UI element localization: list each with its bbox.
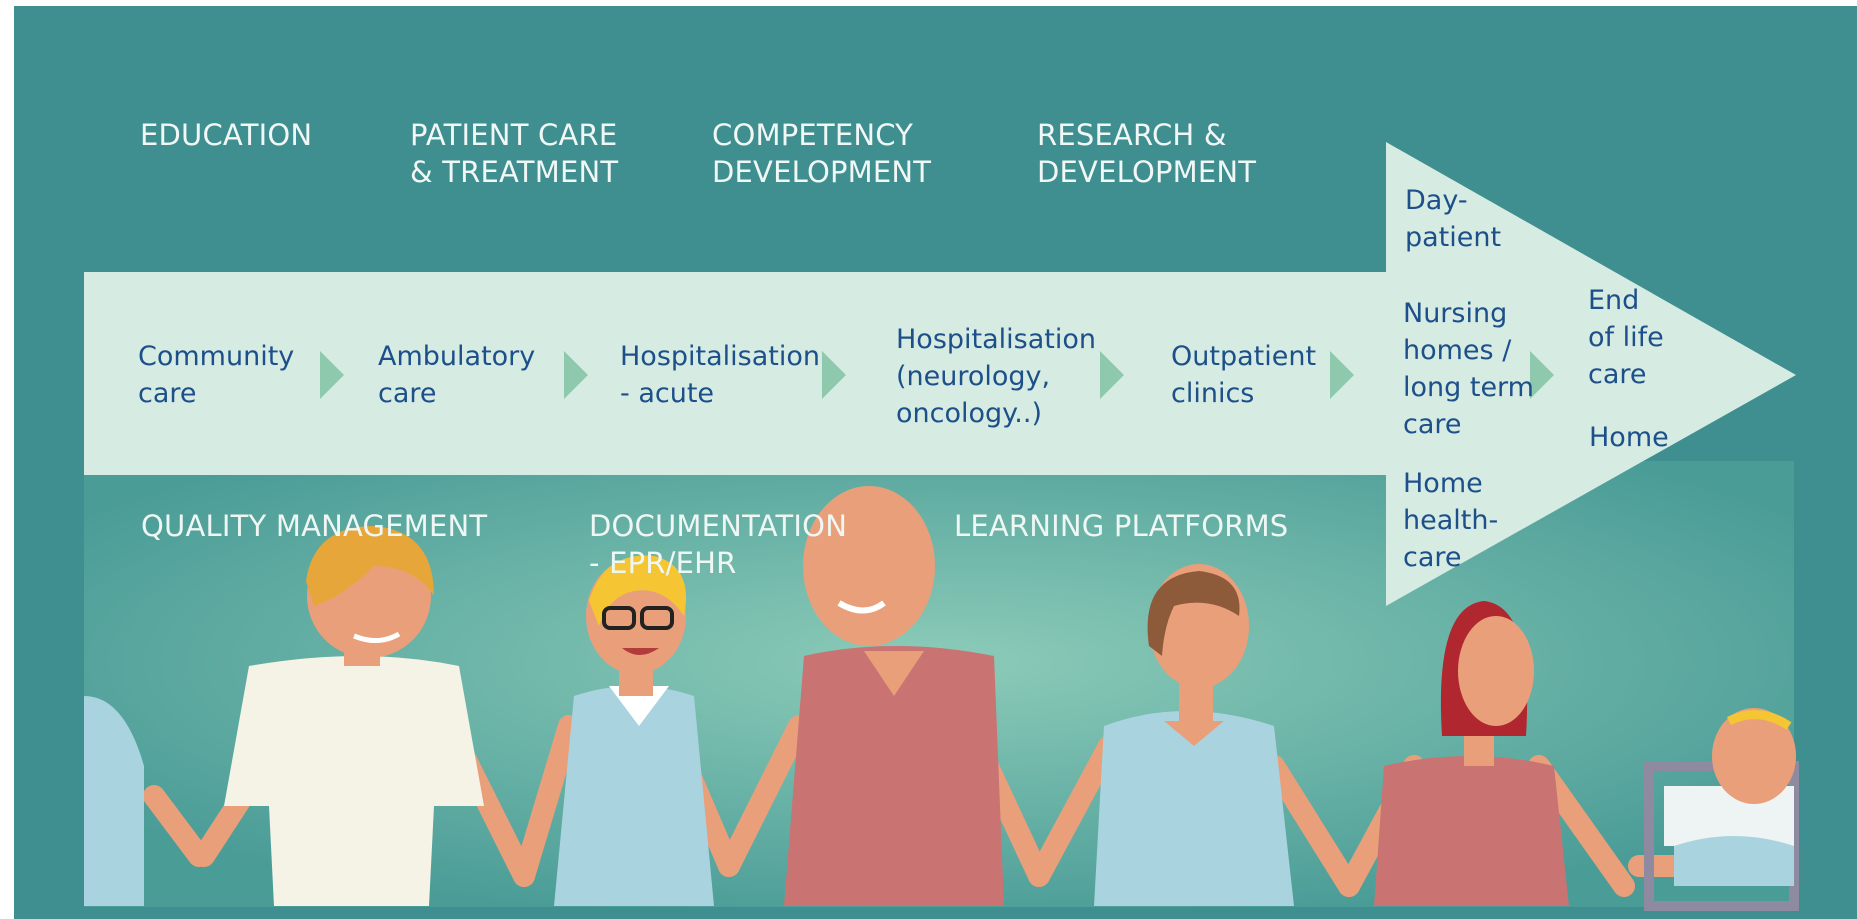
- stage-line: care: [1403, 542, 1462, 573]
- heading-line: EDUCATION: [140, 118, 313, 152]
- heading-line: DOCUMENTATION: [589, 509, 848, 543]
- stage-line: health-: [1403, 505, 1499, 536]
- infographic: EDUCATION PATIENT CARE & TREATMENT COMPE…: [14, 6, 1857, 919]
- stage-line: Home: [1403, 468, 1483, 499]
- arrow-band: [84, 142, 1796, 606]
- stage-line: Nursing: [1403, 298, 1508, 329]
- stage-line: (neurology,: [896, 361, 1051, 392]
- stage-line: of life: [1588, 322, 1664, 353]
- stage-line: Home: [1589, 422, 1669, 453]
- heading-line: DEVELOPMENT: [712, 155, 932, 189]
- stage-line: Outpatient: [1171, 341, 1317, 372]
- heading-research: RESEARCH & DEVELOPMENT: [1037, 117, 1256, 191]
- stage-line: Hospitalisation: [896, 324, 1096, 355]
- stage-line: - acute: [620, 378, 715, 409]
- chevron-icon: [1530, 351, 1554, 399]
- stage-line: care: [138, 378, 197, 409]
- option-nursing-homes: Nursing homes / long term care: [1403, 295, 1534, 443]
- heading-education: EDUCATION: [140, 117, 312, 154]
- stage-outpatient-clinics: Outpatient clinics: [1171, 338, 1316, 412]
- heading-patient-care: PATIENT CARE & TREATMENT: [410, 117, 618, 191]
- heading-line: RESEARCH &: [1037, 118, 1227, 152]
- care-pathway-arrow: [84, 142, 1796, 606]
- stage-end-of-life-care: End of life care: [1588, 282, 1664, 393]
- stage-line: clinics: [1171, 378, 1255, 409]
- heading-line: & TREATMENT: [410, 155, 619, 189]
- person-5: [1094, 564, 1294, 906]
- stage-hospitalisation-acute: Hospitalisation - acute: [620, 338, 820, 412]
- option-home-health-care: Home health- care: [1403, 465, 1498, 576]
- heading-line: DEVELOPMENT: [1037, 155, 1257, 189]
- person-2: [224, 526, 484, 906]
- heading-learning-platforms: LEARNING PLATFORMS: [954, 508, 1288, 545]
- stage-line: care: [378, 378, 437, 409]
- heading-line: PATIENT CARE: [410, 118, 618, 152]
- heading-line: COMPETENCY: [712, 118, 914, 152]
- person-7-patient: [1644, 708, 1799, 911]
- stage-line: Ambulatory: [378, 341, 536, 372]
- stage-line: care: [1403, 409, 1462, 440]
- stage-ambulatory-care: Ambulatory care: [378, 338, 535, 412]
- stage-line: Day-: [1405, 185, 1468, 216]
- stage-line: End: [1588, 285, 1640, 316]
- stage-line: care: [1588, 359, 1647, 390]
- heading-line: QUALITY MANAGEMENT: [141, 509, 488, 543]
- person-6: [1374, 601, 1569, 906]
- chevrons: [320, 351, 1554, 399]
- stage-line: Community: [138, 341, 295, 372]
- stage-line: oncology..): [896, 398, 1042, 429]
- person-1: [84, 696, 144, 906]
- person-4: [784, 486, 1004, 906]
- stage-community-care: Community care: [138, 338, 294, 412]
- chevron-icon: [1330, 351, 1354, 399]
- heading-line: LEARNING PLATFORMS: [954, 509, 1289, 543]
- heading-line: - EPR/EHR: [589, 546, 737, 580]
- person-3: [554, 555, 714, 906]
- heading-documentation: DOCUMENTATION - EPR/EHR: [589, 508, 847, 582]
- stage-home: Home: [1589, 419, 1669, 456]
- chevron-icon: [320, 351, 344, 399]
- option-day-patient: Day- patient: [1405, 182, 1501, 256]
- heading-competency: COMPETENCY DEVELOPMENT: [712, 117, 931, 191]
- heading-quality-management: QUALITY MANAGEMENT: [141, 508, 487, 545]
- chevron-icon: [1100, 351, 1124, 399]
- chevron-icon: [564, 351, 588, 399]
- stage-hospitalisation-specialist: Hospitalisation (neurology, oncology..): [896, 321, 1096, 432]
- stage-line: homes /: [1403, 335, 1512, 366]
- stage-line: Hospitalisation: [620, 341, 820, 372]
- stage-line: long term: [1403, 372, 1534, 403]
- chevron-icon: [822, 351, 846, 399]
- stage-line: patient: [1405, 222, 1502, 253]
